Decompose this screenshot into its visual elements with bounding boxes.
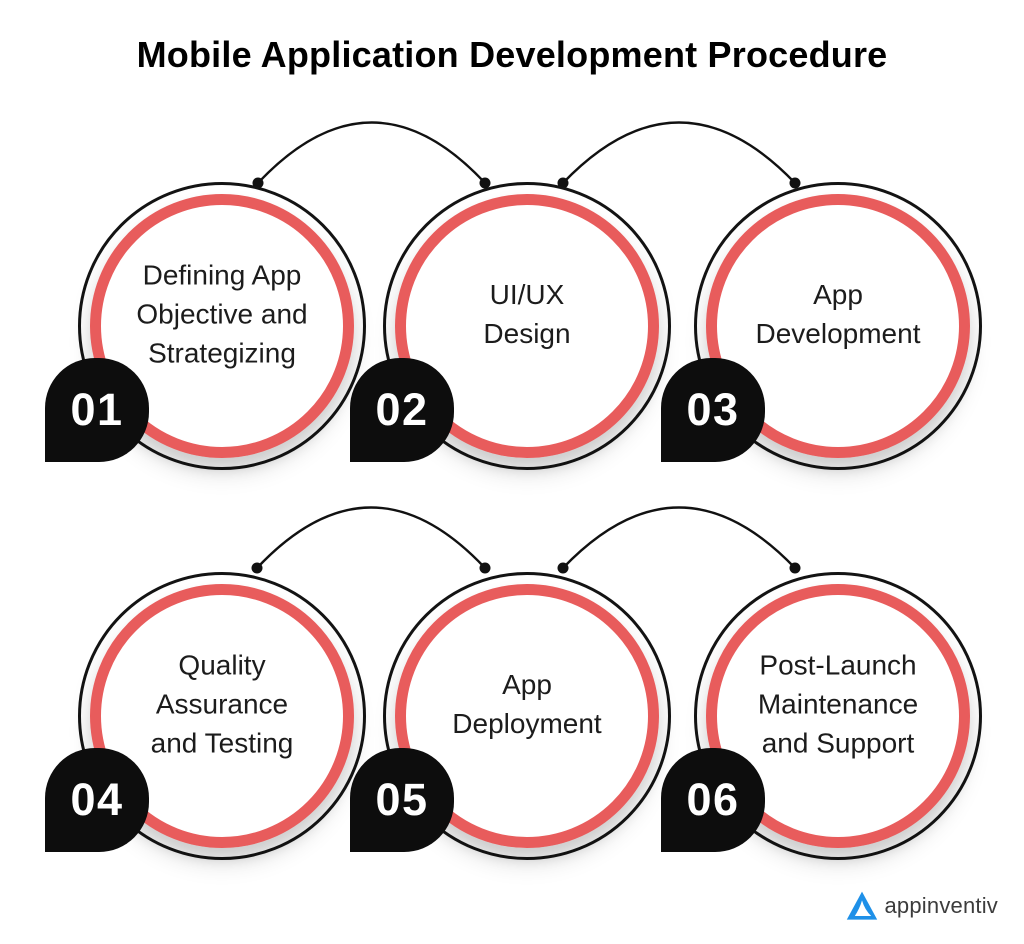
step-4-number-badge: 04 [45,748,149,852]
connector-dot [479,562,491,574]
connector-dot [789,177,801,189]
step-1-label: Defining App Objective and Strategizing [97,256,347,373]
step-label-line: Defining App [142,259,302,291]
connector-dot [479,177,491,189]
step-label-line: App [813,279,863,310]
connector-arc-5-6 [562,506,796,569]
connector-arc-2-3 [562,121,796,184]
step-3-label: App Development [713,275,963,353]
step-6-number-badge: 06 [661,748,765,852]
step-5-label: App Deployment [402,665,652,743]
step-label-line: Design [483,318,571,349]
brand-name: appinventiv [884,893,998,918]
appinventiv-triangle-a-icon [846,891,877,920]
step-label-line: and Testing [150,727,294,759]
step-label-line: Development [755,318,921,349]
step-1: Defining App Objective and Strategizing … [45,182,366,470]
step-5-number-badge: 05 [350,748,454,852]
step-label-line: UI/UX [489,279,565,310]
step-1-number-badge: 01 [45,358,149,462]
step-5-red-ring [395,584,659,848]
step-2-label: UI/UX Design [402,275,652,353]
step-3-number-badge: 03 [661,358,765,462]
step-label-line: Strategizing [148,337,296,369]
step-label-line: Assurance [155,688,289,720]
step-6-red-ring [706,584,970,848]
step-1-red-ring [90,194,354,458]
step-4: Quality Assurance and Testing 04 [45,572,366,860]
page-title: Mobile Application Development Procedure [136,34,888,75]
step-4-label: Quality Assurance and Testing [97,646,347,763]
step-label-line: Objective and [136,298,308,330]
step-label-line: Quality [178,649,266,681]
step-6-label: Post-Launch Maintenance and Support [713,646,963,763]
step-3: App Development 03 [661,182,982,470]
connector-dot [251,562,263,574]
step-label-line: Deployment [452,708,602,739]
step-6: Post-Launch Maintenance and Support 06 [661,572,982,860]
step-5: App Deployment 05 [350,572,671,860]
step-2: UI/UX Design 02 [350,182,671,470]
step-label-line: App [502,669,552,700]
brand-logo: appinventiv [846,890,999,922]
step-2-number-badge: 02 [350,358,454,462]
connector-dot [557,562,569,574]
connector-arc-1-2 [257,121,486,184]
connector-arc-4-5 [256,506,486,569]
step-label-line: and Support [761,727,915,759]
step-3-red-ring [706,194,970,458]
step-label-line: Maintenance [757,688,919,720]
step-2-red-ring [395,194,659,458]
step-4-red-ring [90,584,354,848]
step-label-line: Post-Launch [759,649,917,681]
connector-dot [789,562,801,574]
